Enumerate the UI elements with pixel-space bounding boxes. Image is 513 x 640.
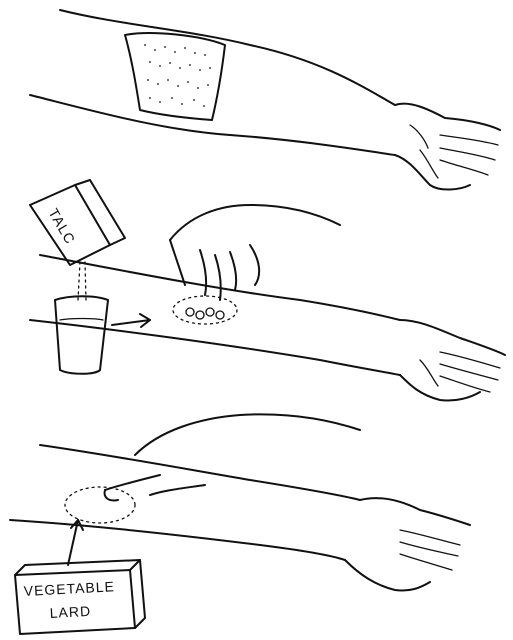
gauze-patch (125, 33, 225, 120)
talc-stream (78, 262, 86, 300)
talc-box: TALC (30, 180, 125, 265)
lard-box: VEGETABLE LARD (15, 560, 145, 634)
arrow-to-talc-spot (112, 314, 150, 327)
lard-label-line1: VEGETABLE (23, 578, 115, 599)
arm-with-talc (30, 255, 505, 401)
arrow-to-lard-spot (68, 520, 83, 565)
lard-spot (65, 487, 135, 523)
talc-spot (173, 296, 237, 324)
lard-label-line2: LARD (49, 603, 91, 621)
cup (55, 296, 108, 374)
arm-with-patch (30, 10, 500, 190)
talc-shaker-hand (170, 205, 340, 300)
talc-label: TALC (45, 206, 78, 248)
arm-with-lard (10, 445, 470, 591)
rubbing-hand (105, 414, 360, 500)
